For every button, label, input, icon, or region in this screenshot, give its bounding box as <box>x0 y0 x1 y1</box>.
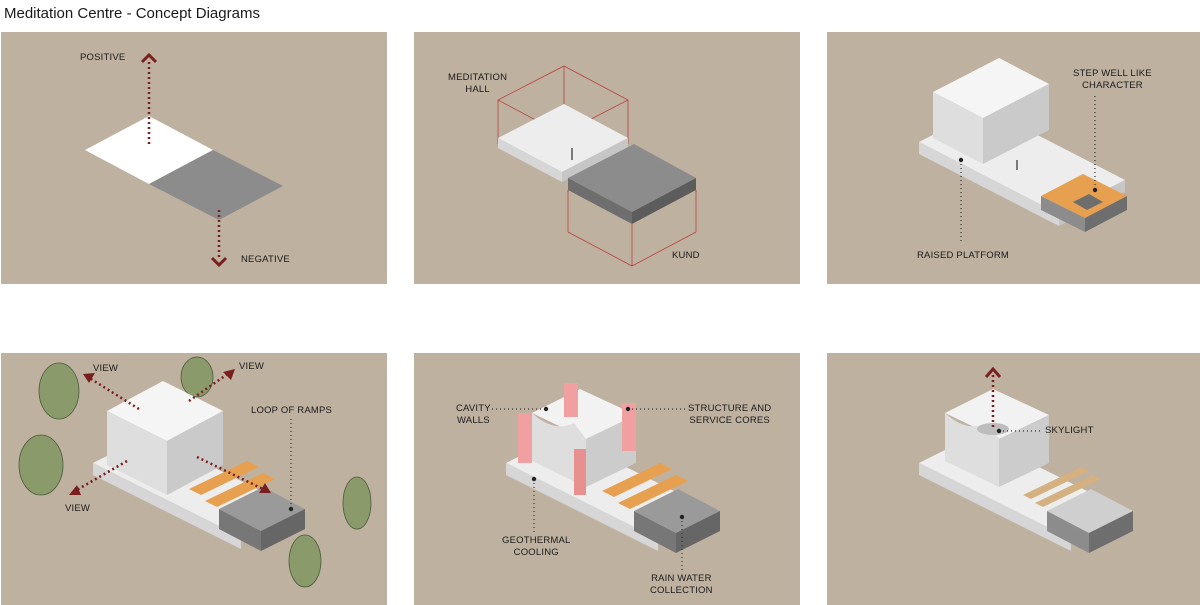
hall-block-right <box>983 84 1049 164</box>
page-title: Meditation Centre - Concept Diagrams <box>4 5 260 22</box>
views-ramps-diagram <box>18 356 372 588</box>
kund-wireframe-box <box>567 190 697 267</box>
stepwell-top <box>1041 174 1127 218</box>
vault-right <box>999 415 1049 487</box>
skylight-leader-dot <box>996 428 1002 434</box>
pool-left <box>1047 511 1089 553</box>
kund-slab-right <box>632 178 696 224</box>
label-view-top-left[interactable]: VIEW <box>93 363 119 374</box>
platform-left <box>506 463 658 551</box>
label-stepwell: STEP WELL LIKE CHARACTER <box>1073 68 1152 91</box>
pool-top <box>219 487 305 531</box>
positive-negative-diagram <box>85 52 283 268</box>
platform-left <box>919 142 1059 226</box>
negative-arrowhead <box>210 256 228 268</box>
stepwell-right <box>1085 196 1127 232</box>
hall-block-right <box>167 411 223 495</box>
label-structure-cores: STRUCTURE AND SERVICE CORES <box>688 403 772 426</box>
hall-block-left <box>107 411 167 495</box>
hall-block-top <box>933 58 1049 118</box>
pool-top <box>1047 489 1133 533</box>
negative-plane <box>149 150 283 220</box>
pool-top <box>634 489 720 533</box>
skylight-diagram <box>919 366 1133 553</box>
structure-leader-dot <box>625 406 631 412</box>
label-view-bottom-left[interactable]: VIEW <box>65 503 91 514</box>
stepwell-leader-dot <box>1092 187 1098 193</box>
pool-right <box>1089 511 1133 553</box>
label-geothermal: GEOTHERMAL COOLING <box>502 535 571 558</box>
ramp-2 <box>205 473 275 507</box>
skylight-arrowhead <box>984 366 1002 378</box>
label-kund: KUND <box>672 250 700 261</box>
stepwell-platform-diagram <box>919 58 1127 244</box>
pool-right <box>676 511 720 553</box>
positive-arrowhead <box>140 52 158 64</box>
label-negative: NEGATIVE <box>241 254 290 265</box>
tree-1 <box>38 362 80 420</box>
panel-positive-negative: POSITIVE NEGATIVE <box>1 32 387 284</box>
label-cavity-walls: CAVITY WALLS <box>456 403 491 426</box>
geothermal-leader-dot <box>531 476 537 482</box>
trees <box>18 356 372 588</box>
core-2 <box>574 449 586 495</box>
stepwell-left <box>1041 196 1085 232</box>
tree-3 <box>18 434 64 496</box>
core-3 <box>622 403 636 451</box>
platform-left <box>93 463 241 549</box>
core-4 <box>564 383 578 417</box>
hall-kund-diagram <box>497 65 697 267</box>
cavity-structure-diagram <box>492 383 720 571</box>
label-loop-of-ramps: LOOP OF RAMPS <box>251 405 333 416</box>
panel-views-ramps: VIEW VIEW VIEW LOOP OF RAMPS <box>1 353 387 605</box>
panel-skylight: SKYLIGHT <box>827 353 1200 605</box>
view-arrow-line-2 <box>188 371 230 403</box>
panel-stepwell-platform: STEP WELL LIKE CHARACTER RAISED PLATFORM <box>827 32 1200 284</box>
view-arrows <box>74 371 264 493</box>
skylight-opening <box>977 423 1009 435</box>
label-meditation-hall: MEDITATION HALL <box>448 72 508 95</box>
label-raised-platform: RAISED PLATFORM <box>917 250 1010 261</box>
label-positive: POSITIVE <box>80 52 126 63</box>
view-arrowheads <box>69 369 271 495</box>
ramp-1 <box>1023 467 1089 499</box>
vault-left <box>532 413 586 487</box>
pool-right <box>261 509 305 551</box>
hall-block-left <box>933 92 983 164</box>
label-view-top-right[interactable]: VIEW <box>239 361 265 372</box>
tree-2 <box>180 356 214 398</box>
ramp-2 <box>1035 475 1101 507</box>
core-1 <box>518 413 532 463</box>
hall-slab-top <box>498 104 628 172</box>
vault-roof <box>532 389 636 439</box>
panel-hall-kund: MEDITATION HALL KUND <box>414 32 800 284</box>
view-arrow-line-3 <box>74 459 128 493</box>
label-rainwater: RAIN WATER COLLECTION <box>650 573 713 596</box>
stepwell-pit <box>1073 194 1103 210</box>
pool-left <box>634 511 676 553</box>
hall-block-top <box>107 381 223 441</box>
cavity-leader-dot <box>543 406 549 412</box>
hall-slab-right <box>562 138 628 182</box>
view-arrow-line-4 <box>196 455 264 491</box>
ramp-2 <box>618 475 688 509</box>
tree-4 <box>342 476 372 530</box>
ramp-1 <box>189 461 259 495</box>
vault-roof <box>945 389 1049 439</box>
hall-slab-left <box>498 138 562 182</box>
panel-cavity-structure: CAVITY WALLS STRUCTURE AND SERVICE CORES… <box>414 353 800 605</box>
platform-leader-dot <box>958 157 964 163</box>
pool-left <box>219 509 261 551</box>
kund-slab-left <box>568 178 632 224</box>
ramps-leader-dot <box>288 506 294 512</box>
ramp-1 <box>602 463 672 497</box>
label-skylight: SKYLIGHT <box>1045 425 1094 436</box>
tree-5 <box>288 534 322 588</box>
platform-left <box>919 463 1071 551</box>
rainwater-leader-dot <box>679 514 685 520</box>
